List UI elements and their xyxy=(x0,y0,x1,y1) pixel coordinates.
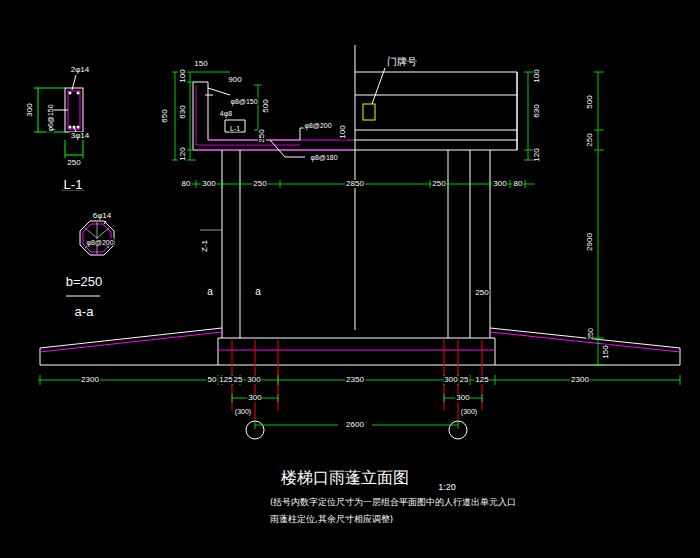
dimension-label: L-1 xyxy=(63,178,84,191)
dimension-label: L-1 xyxy=(229,125,241,132)
dimension-label: 2φ14 xyxy=(70,66,91,74)
dimension-label: 25 xyxy=(233,376,244,384)
canopy-part xyxy=(225,120,245,132)
dimension-label: (300) xyxy=(234,408,252,415)
canopy xyxy=(193,45,517,330)
ground-part xyxy=(218,350,495,351)
beam-section-part xyxy=(77,92,80,95)
column-section-part xyxy=(66,296,100,297)
dimension-label: 50 xyxy=(207,376,218,384)
dimension-label: 2350 xyxy=(345,376,365,384)
dimension-label: 250 xyxy=(586,132,594,147)
dimension-label: 1:20 xyxy=(437,483,457,492)
dimension-label: φ8@200 xyxy=(85,239,114,246)
beam-section-part xyxy=(68,91,80,129)
dimension-label: 500 xyxy=(586,94,594,109)
canopy-part xyxy=(517,72,518,150)
dimension-label: 300 xyxy=(246,376,261,384)
dimension-label: 300 xyxy=(455,394,470,402)
dimension-label: 630 xyxy=(179,104,187,119)
beam-section-part xyxy=(65,140,83,158)
dimension-label: 300 xyxy=(247,394,262,402)
dimension-label: 650 xyxy=(161,108,169,123)
ground-part xyxy=(40,328,680,365)
dimension-label: 900 xyxy=(227,76,242,84)
dimension-label: 4φ8 xyxy=(219,110,233,117)
beam-section-part xyxy=(72,75,76,90)
column-section-part xyxy=(80,221,114,255)
dimension-label: 6φ14 xyxy=(92,212,113,220)
drawing-note: (括号内数字定位尺寸为一层组合平面图中的人行道出单元入口雨蓬柱定位,其余尺寸相应… xyxy=(270,494,520,528)
column-section-part xyxy=(104,221,106,224)
columns-part xyxy=(200,230,222,231)
dimension-label: 100 xyxy=(179,68,187,83)
dimension-label: 250 xyxy=(66,159,81,167)
dimension-label: 250 xyxy=(431,180,446,188)
dimension-label: 100 xyxy=(339,124,347,139)
dimension-label: 80 xyxy=(513,180,524,188)
axis-bubbles xyxy=(246,421,467,439)
dimension-label: φ8@200 xyxy=(303,122,332,129)
dimension-label: 2300 xyxy=(570,376,590,384)
ground xyxy=(40,328,680,365)
dimension-label: φ8@150 xyxy=(229,98,258,105)
dimension-label: 300 xyxy=(443,376,458,384)
beam-section-part xyxy=(69,92,72,95)
dimension-label: 250 xyxy=(587,327,594,341)
dimension-label: 250 xyxy=(252,180,267,188)
dimension-label: 3φ14 xyxy=(70,132,91,140)
dimension-label: 250 xyxy=(258,128,266,143)
dimension-label: 500 xyxy=(262,98,270,113)
dimension-label: φ8@180 xyxy=(309,154,338,161)
columns xyxy=(200,150,490,338)
dimension-label: a xyxy=(254,287,262,297)
dimension-label: 250 xyxy=(474,289,489,297)
dimension-label: 150 xyxy=(602,344,610,359)
dimension-lines-part xyxy=(594,72,604,365)
dimension-label: 2300 xyxy=(80,376,100,384)
dimension-label: Z-1 xyxy=(201,239,209,253)
dimension-label: 300 xyxy=(492,180,507,188)
dimension-label: a xyxy=(206,287,214,297)
canopy-part xyxy=(193,82,355,150)
dimension-label: 25 xyxy=(459,376,470,384)
dimension-lines-part xyxy=(172,72,178,160)
canopy-part xyxy=(270,128,305,157)
dimension-label: (300) xyxy=(460,408,478,415)
dimension-label: 2850 xyxy=(345,180,365,188)
dimension-lines-part xyxy=(232,394,482,402)
dimension-lines-part xyxy=(186,72,196,160)
dimension-label: 100 xyxy=(533,68,541,83)
beam-section-part xyxy=(77,126,80,129)
dimension-label: 125 xyxy=(474,376,489,384)
canopy-part xyxy=(363,104,375,120)
dimension-label: 125 xyxy=(218,376,233,384)
dimension-lines xyxy=(38,72,680,429)
dimension-label: 2600 xyxy=(345,421,365,429)
dimension-label: 120 xyxy=(179,146,187,161)
dimension-label: 门牌号 xyxy=(386,57,418,67)
dimension-lines-part xyxy=(196,72,262,130)
dimension-label: b=250 xyxy=(65,275,104,288)
canopy-part xyxy=(196,85,300,145)
canopy-part xyxy=(205,88,230,95)
drawing-title: 楼梯口雨蓬立面图 xyxy=(281,469,409,487)
dimension-label: 80 xyxy=(181,180,192,188)
ground-part xyxy=(40,332,680,352)
dimension-lines-part xyxy=(38,375,680,385)
dimension-label: 630 xyxy=(533,103,541,118)
dimension-label: 2900 xyxy=(586,232,594,252)
dimension-label: 150 xyxy=(193,60,208,68)
dimension-label: 300 xyxy=(26,102,34,117)
dimension-label: 300 xyxy=(201,180,216,188)
dimension-lines-part xyxy=(180,180,535,188)
canopy-part xyxy=(372,68,385,104)
dimension-label: a-a xyxy=(74,305,95,318)
dimension-label: 120 xyxy=(533,147,541,162)
columns-part xyxy=(222,150,490,338)
dimension-lines-part xyxy=(255,421,458,429)
beam-section-part xyxy=(69,126,72,129)
dimension-label: φ6@150 xyxy=(47,103,54,132)
